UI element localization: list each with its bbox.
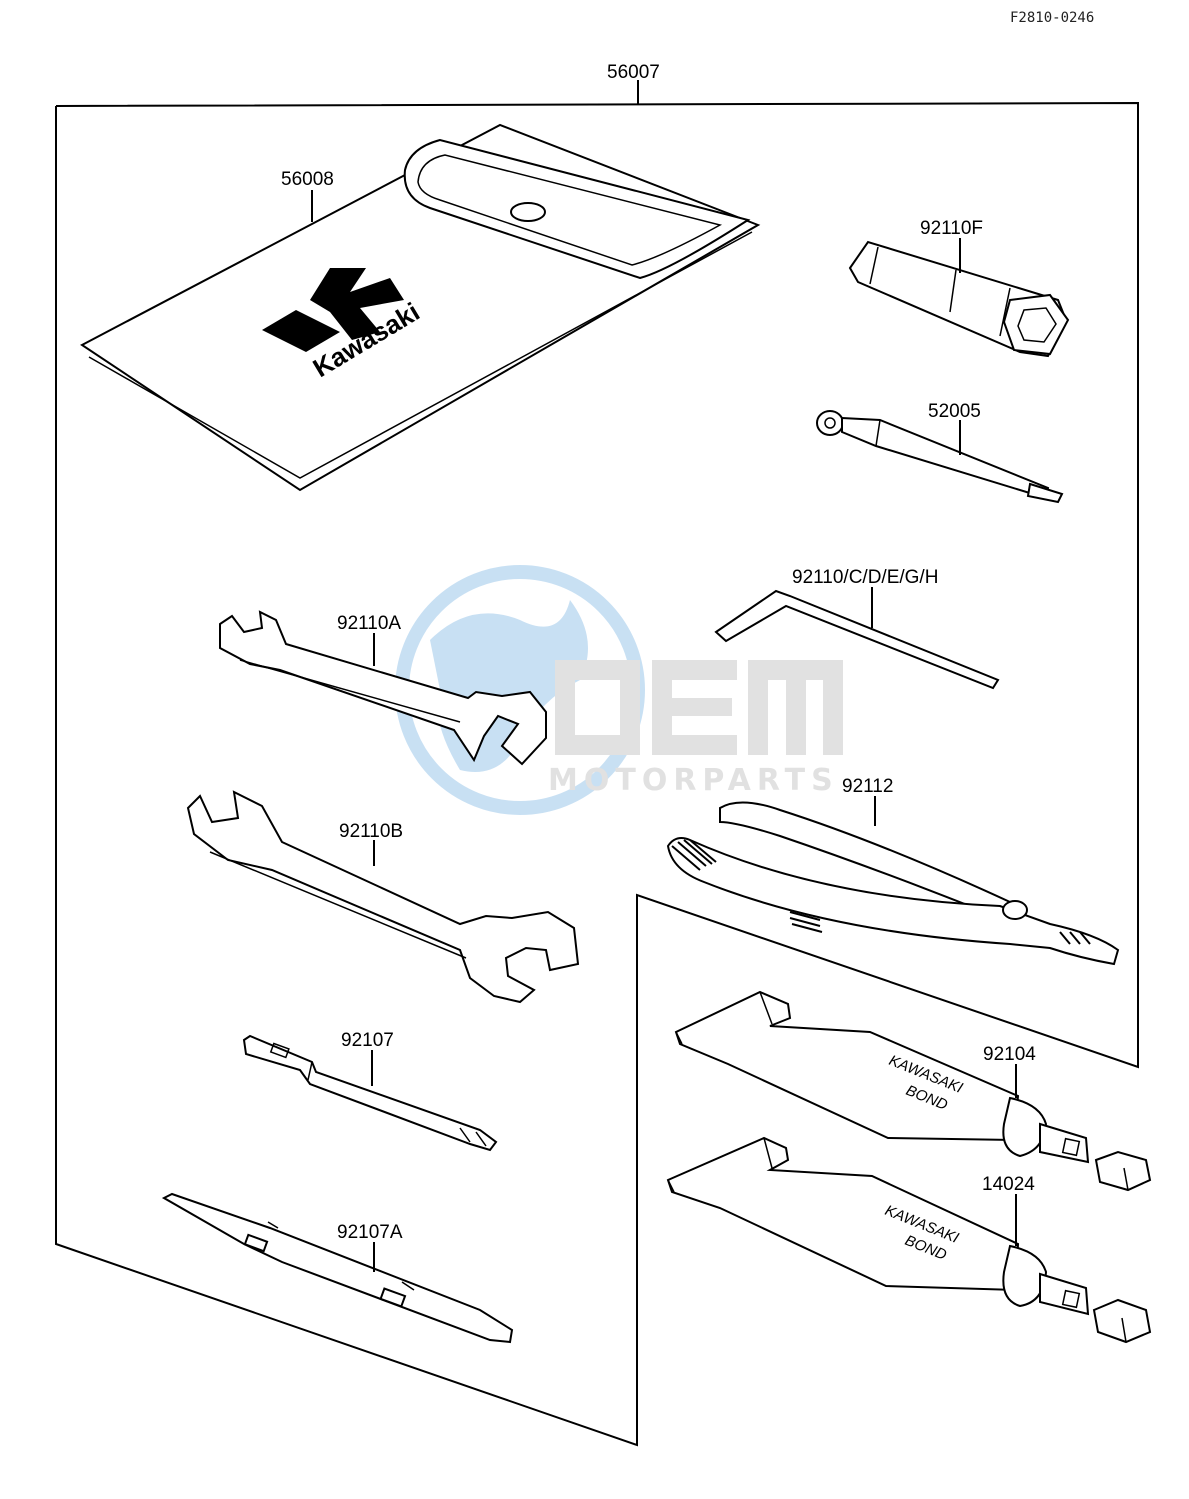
hex-key: 92110/C/D/E/G/H <box>714 567 1000 690</box>
pouch-snap-button <box>510 202 546 222</box>
spark-plug-wrench-part-number: 92110F <box>920 218 983 239</box>
tool-pouch: Kawasaki 56008 <box>80 123 761 492</box>
bond-tube-2-part-number: 14024 <box>982 1174 1035 1195</box>
tube-cap-icon <box>1094 1150 1152 1192</box>
pliers-part-number: 92112 <box>842 776 893 797</box>
pliers-pivot-icon <box>1002 900 1028 920</box>
kit-outline <box>55 101 1139 1447</box>
bond-tube-14024: KAWASAKI BOND 14024 <box>666 1136 1152 1344</box>
hex-key-part-number: 92110/C/D/E/G/H <box>792 567 938 588</box>
screwdriver: 92107 <box>242 1030 498 1152</box>
reference-code: F2810-0246 <box>1010 10 1094 26</box>
kit-part-number: 56007 <box>607 62 660 83</box>
wrench-handle-bar: 52005 <box>816 401 1064 504</box>
wrench-small-part-number: 92110A <box>337 613 401 634</box>
watermark-tagline: MOTORPARTS <box>548 763 839 798</box>
bond-tube-1-part-number: 92104 <box>983 1044 1036 1065</box>
screwdriver-part-number: 92107 <box>341 1030 394 1051</box>
screwdriver-grip-part-number: 92107A <box>337 1222 403 1243</box>
spark-plug-wrench: 92110F <box>848 218 1070 358</box>
screwdriver-grip: 92107A <box>161 1192 514 1344</box>
handle-bar-part-number: 52005 <box>928 401 981 422</box>
oem-logo-letters <box>555 660 843 755</box>
pliers: 92112 <box>666 776 1120 966</box>
wrench-large-part-number: 92110B <box>339 821 403 842</box>
open-end-wrench-small: 92110A <box>219 610 547 766</box>
kawasaki-k-logo <box>262 268 404 352</box>
pouch-part-number: 56008 <box>281 169 334 190</box>
tube-nozzle-icon <box>1061 1289 1081 1309</box>
open-end-wrench-large: 92110B <box>186 790 580 1004</box>
tube-nozzle-icon <box>1061 1137 1081 1157</box>
